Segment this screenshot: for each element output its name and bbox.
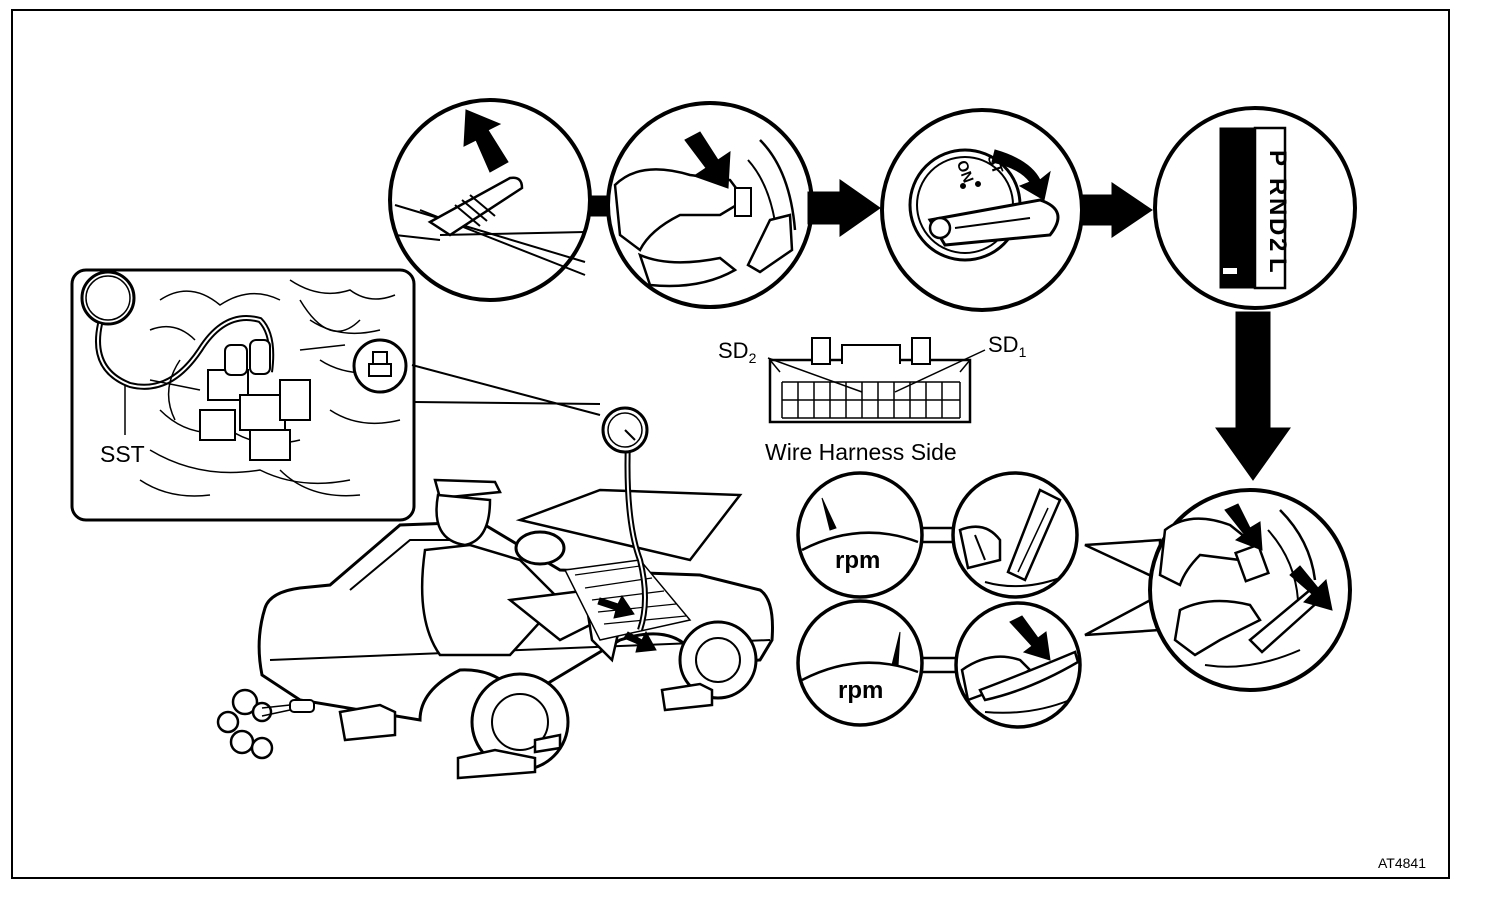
step-circle-ignition: ON ST (880, 108, 1084, 312)
step-circle-rpm-idle: rpm (796, 471, 924, 599)
flow-arrow-icon (684, 131, 731, 189)
step-circle-rpm-high: rpm (796, 599, 924, 727)
step-circle-parking-brake (388, 98, 592, 302)
pressure-gauge-icon (80, 270, 136, 326)
shift-l-label: L (1264, 258, 1291, 273)
parking-brake-icon (394, 176, 586, 276)
flow-arrow-icon (1289, 565, 1333, 611)
ignition-on-label: ON (953, 158, 977, 185)
car-illustration (216, 406, 774, 780)
flow-arrow-icon (991, 149, 1051, 201)
mechanic-figure (420, 478, 692, 663)
rpm-bottom-label: rpm (838, 677, 883, 704)
test-plug (352, 338, 408, 394)
step-circle-brake-pedal (606, 101, 814, 309)
flow-arrow-icon (807, 179, 881, 237)
flow-arrow-icon (1224, 503, 1263, 551)
accelerator-pedal-icon (1173, 588, 1322, 668)
flow-arrow-icon (1009, 615, 1051, 661)
sd2-label: SD2 (718, 338, 757, 366)
shift-n-label: N (1264, 198, 1291, 215)
connector-caption: Wire Harness Side (765, 439, 957, 465)
flow-arrow-icon (623, 630, 657, 653)
step-circle-pedal-pressed (954, 601, 1082, 729)
wire-harness-connector (767, 337, 986, 424)
rpm-top-label: rpm (835, 547, 880, 574)
shift-2-label: 2 (1264, 238, 1291, 251)
pressure-gauge-icon (601, 406, 649, 454)
flow-arrow-icon (1081, 182, 1153, 238)
sst-label: SST (100, 441, 145, 467)
exhaust-smoke (216, 688, 274, 760)
step-circle-both-pedals (1148, 488, 1352, 692)
figure-frame (11, 9, 1450, 879)
brake-pedal-icon (613, 139, 797, 288)
shift-d-label: D (1264, 218, 1291, 235)
accelerator-pedal-icon (958, 488, 1062, 588)
figure-code: AT4841 (1378, 855, 1426, 871)
flow-arrow-icon (1215, 311, 1291, 481)
flow-arrow-icon (597, 595, 635, 619)
sd1-label: SD1 (988, 332, 1027, 360)
brake-pedal-icon (1158, 509, 1317, 601)
flow-arrow-icon (463, 109, 509, 173)
ignition-key-icon (908, 148, 1060, 262)
tachometer-icon (801, 631, 919, 682)
step-circle-shift-lever: P R N D 2 L (1153, 106, 1357, 310)
tachometer-icon (801, 497, 919, 552)
shift-lever-icon (1219, 126, 1287, 290)
step-circle-pedal-released (951, 471, 1079, 599)
shift-p-label: P (1264, 150, 1291, 166)
shift-r-label: R (1264, 178, 1291, 195)
sst-inset: SST (70, 268, 416, 522)
accelerator-pedal-icon (960, 650, 1080, 714)
